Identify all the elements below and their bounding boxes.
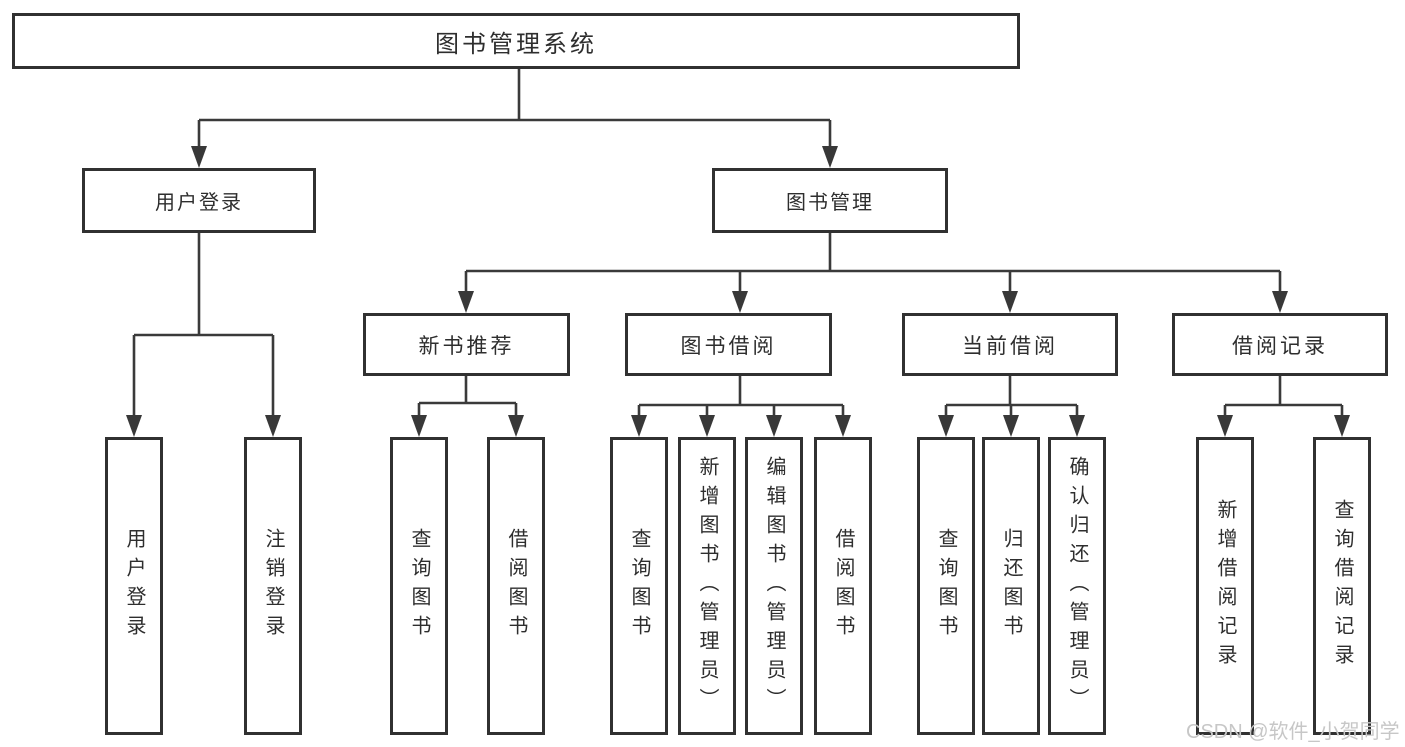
leaf-add-book-admin: 新增图书（管理员） (678, 437, 736, 735)
node-library-system-label: 图书管理系统 (435, 30, 597, 58)
leaf-confirm-return-admin: 确认归还（管理员） (1048, 437, 1106, 735)
leaf-add-book-admin-label: 新增图书（管理员） (696, 455, 718, 717)
connector-new-book-to-leaves (411, 375, 524, 437)
leaf-query-books-current-label: 查询图书 (935, 528, 957, 644)
leaf-borrow-books-recommend: 借阅图书 (487, 437, 545, 735)
leaf-add-borrow-record: 新增借阅记录 (1196, 437, 1254, 735)
node-user-login-label: 用户登录 (155, 192, 243, 214)
csdn-watermark: CSDN @软件_小贺同学 (1186, 721, 1400, 743)
node-book-borrowing: 图书借阅 (625, 313, 832, 376)
leaf-borrow-books-borrowing: 借阅图书 (814, 437, 872, 735)
leaf-add-borrow-record-label: 新增借阅记录 (1214, 499, 1236, 673)
leaf-borrow-books-recommend-label: 借阅图书 (505, 528, 527, 644)
leaf-logout: 注销登录 (244, 437, 302, 735)
leaf-user-login: 用户登录 (105, 437, 163, 735)
node-borrowing-records: 借阅记录 (1172, 313, 1388, 376)
leaf-query-borrow-record: 查询借阅记录 (1313, 437, 1371, 735)
node-library-system: 图书管理系统 (12, 13, 1020, 69)
node-new-book-recommendation-label: 新书推荐 (418, 334, 515, 358)
node-book-management-label: 图书管理 (786, 192, 874, 214)
node-borrowing-records-label: 借阅记录 (1232, 334, 1328, 358)
leaf-query-borrow-record-label: 查询借阅记录 (1331, 499, 1353, 673)
leaf-confirm-return-admin-label: 确认归还（管理员） (1066, 455, 1088, 717)
leaf-return-books: 归还图书 (982, 437, 1040, 735)
connector-book-management-to-level3 (458, 233, 1288, 313)
node-book-borrowing-label: 图书借阅 (680, 334, 777, 358)
leaf-query-books-recommend-label: 查询图书 (408, 528, 430, 644)
leaf-borrow-books-borrowing-label: 借阅图书 (832, 528, 854, 644)
leaf-query-books-borrowing: 查询图书 (610, 437, 668, 735)
node-current-borrowing-label: 当前借阅 (962, 334, 1058, 358)
connector-current-borrowing-to-leaves (938, 375, 1085, 437)
connector-user-login-to-leaves (126, 233, 281, 437)
leaf-return-books-label: 归还图书 (1000, 528, 1022, 644)
leaf-query-books-recommend: 查询图书 (390, 437, 448, 735)
node-book-management: 图书管理 (712, 168, 948, 233)
connector-book-borrowing-to-leaves (631, 375, 851, 437)
connector-borrowing-records-to-leaves (1217, 375, 1350, 437)
node-user-login: 用户登录 (82, 168, 316, 233)
leaf-query-books-current: 查询图书 (917, 437, 975, 735)
leaf-logout-label: 注销登录 (262, 528, 284, 644)
connector-root-to-level2 (191, 68, 838, 168)
leaf-edit-book-admin: 编辑图书（管理员） (745, 437, 803, 735)
leaf-edit-book-admin-label: 编辑图书（管理员） (763, 455, 785, 717)
leaf-user-login-label: 用户登录 (123, 528, 145, 644)
node-current-borrowing: 当前借阅 (902, 313, 1118, 376)
node-new-book-recommendation: 新书推荐 (363, 313, 570, 376)
leaf-query-books-borrowing-label: 查询图书 (628, 528, 650, 644)
